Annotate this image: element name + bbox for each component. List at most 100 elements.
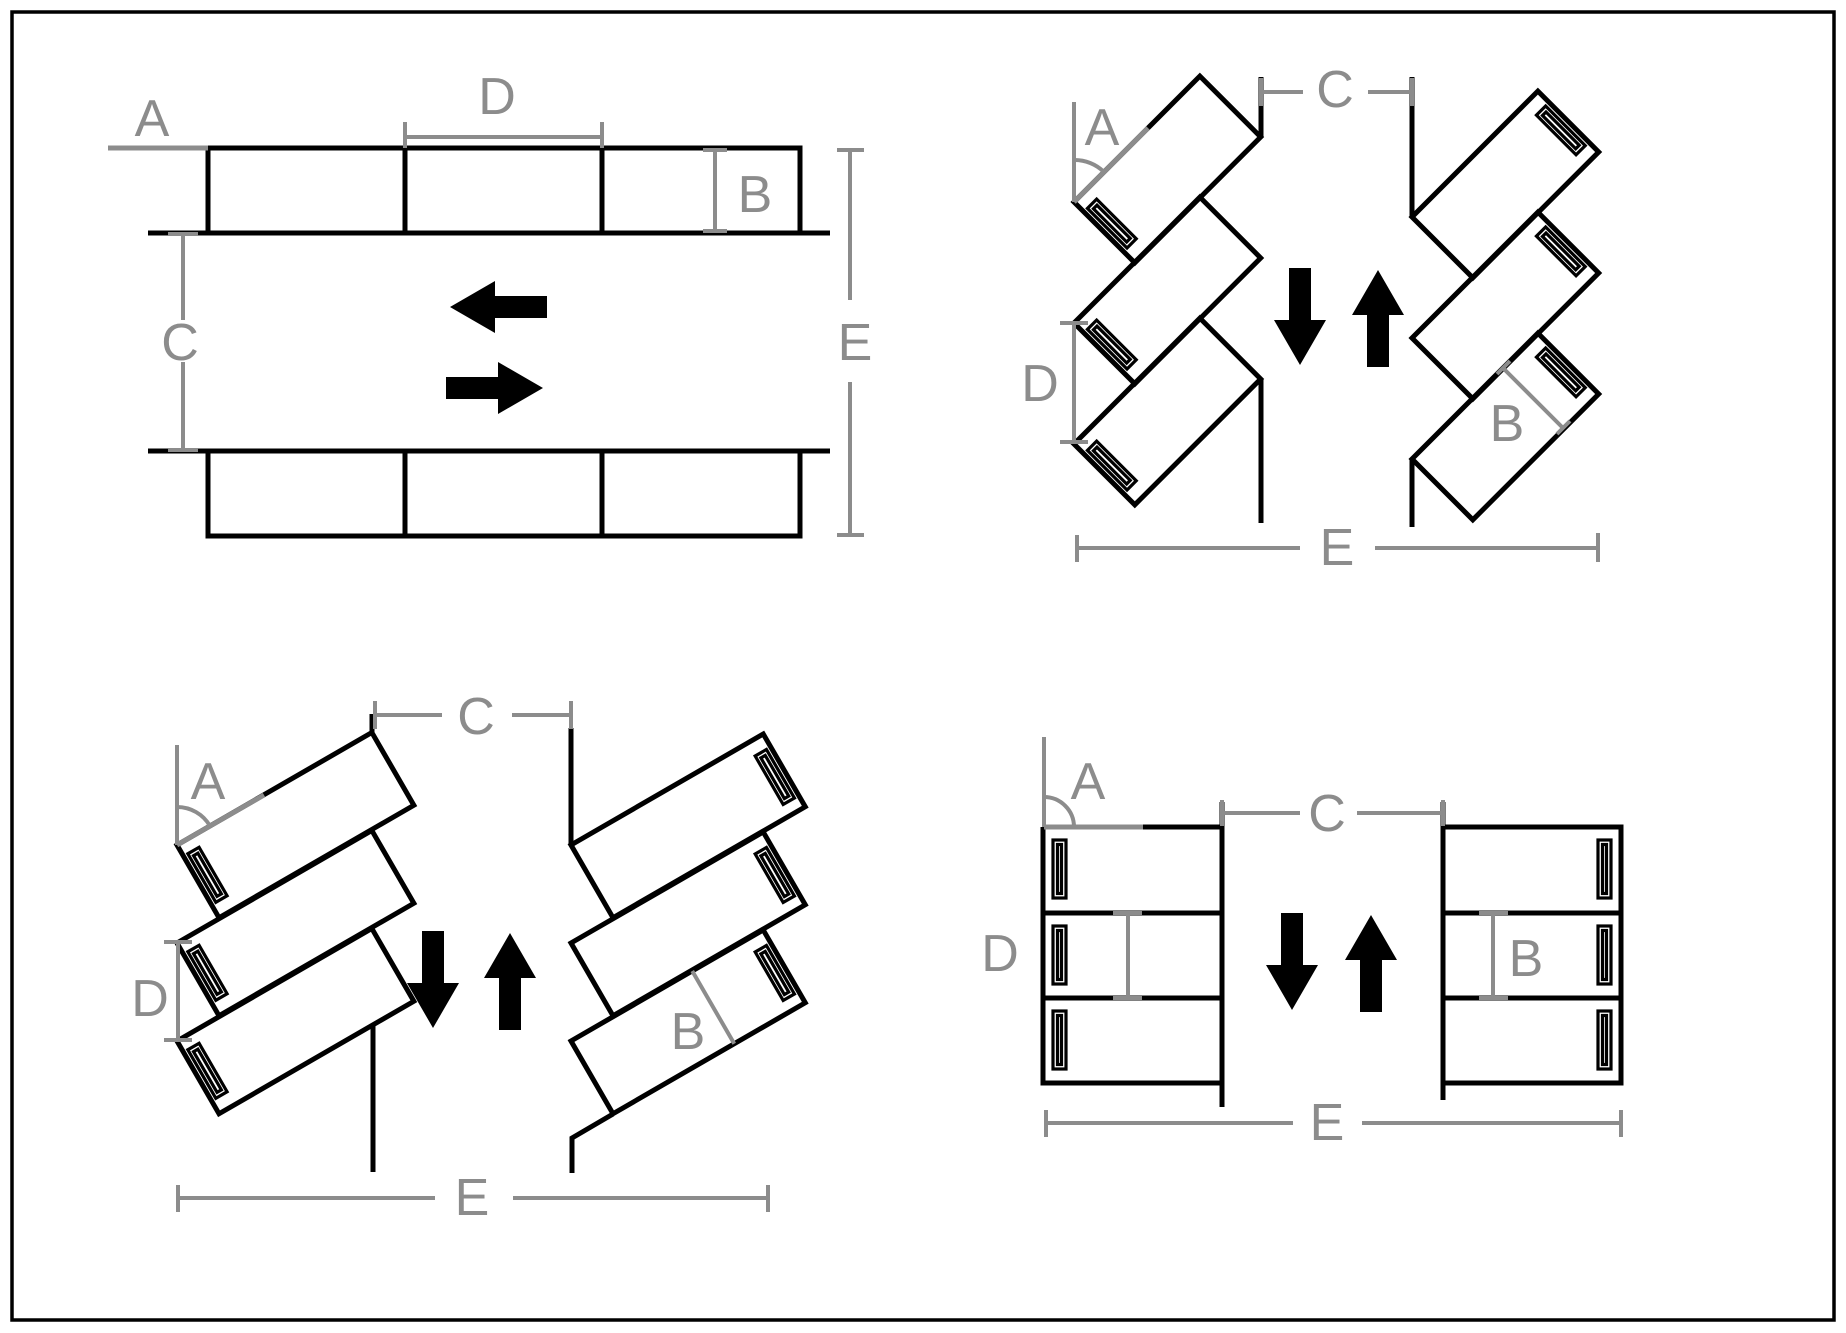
wheel-stop-inner [1055, 1013, 1064, 1067]
wheel-stop-inner [758, 949, 791, 997]
wheel-stop-inner [191, 1046, 224, 1095]
wheel-stop-inner [1091, 323, 1133, 366]
wheel-stop-inner [1091, 444, 1133, 487]
up-arrow-icon [1352, 270, 1404, 367]
wheel-stop [1534, 224, 1588, 279]
wheel-stop-inner [1055, 928, 1064, 982]
wheel-stop-inner [1600, 1013, 1609, 1067]
dimension-line-c [1259, 78, 1414, 106]
wheel-stop-inner [1600, 842, 1609, 896]
wheel-stop-inner [758, 753, 791, 801]
wheel-stop [185, 943, 230, 1003]
dimension-label-d: D [981, 925, 1019, 983]
wheel-stop [752, 747, 797, 807]
dimension-line-d [1113, 911, 1142, 1000]
wheel-stop-inner [1055, 842, 1064, 896]
dimension-label-a: A [1085, 99, 1120, 157]
stall-column-left [173, 714, 418, 1172]
up-arrow-icon [484, 933, 536, 1030]
stall-row-bottom [148, 448, 830, 539]
wheel-stop [1051, 1009, 1068, 1071]
parking-stall [173, 925, 418, 1118]
diagram-angled-60-parking: A C D B E [131, 688, 809, 1227]
parking-stall [173, 827, 418, 1020]
parking-stall [567, 828, 809, 1020]
down-arrow-icon [1266, 913, 1318, 1010]
diagram-perpendicular-parking: A C D B E [981, 737, 1624, 1152]
dimension-label-b: B [738, 166, 773, 224]
diagram-parallel-parking: A D B C E [108, 68, 873, 539]
dimension-line-b [690, 970, 736, 1045]
angle-edge-overlay [1072, 126, 1150, 204]
dimension-label-c: C [1308, 785, 1346, 843]
dimension-label-b: B [671, 1003, 706, 1061]
parking-stall [567, 730, 809, 922]
wheel-stop [1051, 838, 1068, 900]
parking-stall [205, 145, 803, 233]
diagram-angled-45-parking: A C D B E [1021, 61, 1603, 577]
stall-column-right [1440, 802, 1624, 1100]
dimension-line-c [373, 701, 573, 729]
parking-stall [1040, 824, 1222, 1086]
wheel-stop [1534, 103, 1588, 158]
dimension-line-b [1495, 359, 1572, 436]
wheel-stop [752, 845, 797, 905]
angle-arc [176, 804, 212, 828]
wheel-stop [1596, 924, 1613, 986]
wheel-stop-inner [191, 850, 224, 899]
stall-column-right [567, 728, 809, 1173]
wheel-stop [1085, 438, 1139, 493]
dimension-line-b [1479, 911, 1508, 1000]
dimension-label-d: D [1021, 355, 1059, 413]
dimension-line-d [164, 940, 192, 1042]
wheel-stop [185, 1041, 230, 1101]
angle-edge-overlay [175, 792, 266, 848]
wheel-stop-inner [758, 851, 791, 899]
stall-column-right [1408, 77, 1603, 527]
dimension-label-a: A [135, 90, 170, 148]
wheel-stop [1534, 345, 1588, 400]
wheel-stop-inner [191, 948, 224, 997]
angle-arc [1043, 795, 1076, 828]
wheel-stop [1596, 838, 1613, 900]
dimension-label-b: B [1490, 395, 1525, 453]
aisle-boundary [569, 1111, 615, 1173]
angle-arc [1073, 157, 1106, 174]
wheel-stop-inner [1600, 928, 1609, 982]
dimension-label-c: C [1316, 61, 1354, 119]
dimension-line-d [1060, 321, 1088, 444]
wheel-stop [1051, 924, 1068, 986]
stall-row-top [148, 145, 830, 236]
parking-stall [1408, 329, 1603, 524]
dimension-line-e [837, 148, 864, 537]
dimension-label-d: D [478, 68, 516, 126]
down-arrow-icon [407, 931, 459, 1028]
dimension-label-d: D [131, 970, 169, 1028]
wheel-stop [1596, 1009, 1613, 1071]
wheel-stop-inner [1091, 202, 1133, 245]
parking-stall [1443, 824, 1624, 1086]
dimension-line-e [1075, 533, 1600, 562]
down-arrow-icon [1274, 268, 1326, 365]
up-arrow-icon [1345, 915, 1397, 1012]
dimension-line-e [1044, 1110, 1623, 1137]
dimension-label-c: C [457, 688, 495, 746]
parking-stall [205, 451, 803, 539]
wheel-stop [1085, 196, 1139, 251]
dimension-label-c: C [161, 314, 199, 372]
right-arrow-icon [446, 362, 543, 414]
wheel-stop-inner [1540, 351, 1582, 394]
parking-stall [567, 926, 809, 1118]
dimension-label-b: B [1509, 930, 1544, 988]
dimension-line-c [1220, 800, 1445, 826]
wheel-stop [752, 943, 797, 1003]
stall-column-left [1040, 802, 1225, 1107]
dimension-label-a: A [1071, 753, 1106, 811]
dimension-line-c [168, 232, 198, 452]
dimension-line-b [703, 148, 727, 233]
dimension-label-e: E [838, 314, 873, 372]
dimension-label-e: E [1320, 519, 1355, 577]
figure-border [10, 10, 1836, 1322]
